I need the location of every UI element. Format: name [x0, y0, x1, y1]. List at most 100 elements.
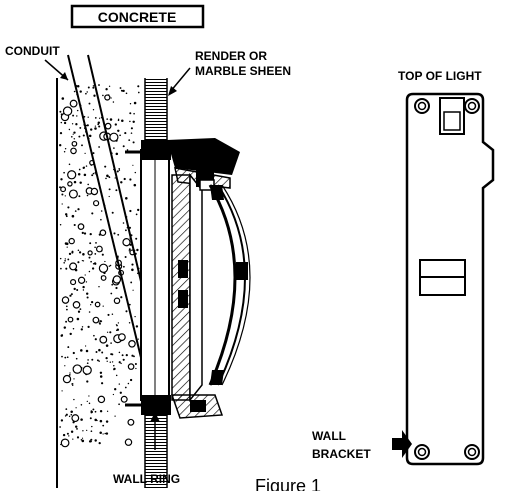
concrete-speck	[68, 163, 71, 166]
concrete-speck	[64, 259, 66, 262]
concrete-speck	[80, 328, 83, 331]
concrete-speck	[120, 362, 122, 365]
concrete-speck	[104, 165, 107, 168]
concrete-speck	[68, 374, 71, 376]
concrete-speck	[86, 429, 88, 432]
concrete-speck	[112, 393, 115, 396]
concrete-speck	[128, 321, 131, 324]
concrete-speck	[93, 94, 96, 97]
concrete-speck	[75, 357, 78, 360]
concrete-speck	[74, 425, 78, 428]
concrete-speck	[90, 260, 92, 263]
concrete-speck	[75, 123, 78, 126]
concrete-speck	[128, 303, 131, 306]
concrete-speck	[106, 331, 109, 333]
concrete-aggregate	[109, 132, 119, 142]
concrete-speck	[77, 208, 80, 211]
concrete-speck	[64, 356, 67, 359]
concrete-speck	[122, 145, 125, 148]
concrete-speck	[82, 285, 85, 289]
svg-text:WALL: WALL	[312, 429, 346, 443]
concrete-speck	[137, 208, 140, 212]
concrete-speck	[88, 102, 91, 105]
concrete-aggregate	[60, 186, 67, 193]
concrete-speck	[105, 177, 107, 180]
concrete-speck	[95, 242, 97, 244]
concrete-speck	[111, 211, 114, 214]
concrete-aggregate	[104, 122, 112, 130]
concrete-aggregate	[127, 418, 135, 426]
concrete-speck	[61, 355, 63, 358]
concrete-speck	[125, 310, 128, 313]
concrete-speck	[130, 127, 133, 130]
concrete-speck	[81, 259, 84, 262]
concrete-speck	[81, 437, 84, 439]
concrete-speck	[83, 173, 87, 177]
light-housing	[167, 138, 240, 419]
concrete-speck	[111, 353, 114, 356]
concrete-speck	[118, 403, 120, 406]
concrete-speck	[84, 345, 87, 347]
concrete-speck	[88, 256, 91, 259]
concrete-speck	[85, 281, 88, 283]
concrete-speck	[98, 125, 101, 128]
concrete-speck	[94, 439, 97, 442]
concrete-speck	[108, 176, 111, 179]
concrete-speck	[99, 371, 103, 375]
concrete-speck	[98, 285, 100, 288]
concrete-speck	[120, 296, 123, 299]
concrete-speck	[76, 115, 78, 117]
conduit	[67, 54, 151, 396]
concrete-speck	[90, 438, 93, 441]
concrete-speck	[90, 410, 93, 414]
concrete-speck	[107, 313, 110, 316]
wall-bracket-label: WALL BRACKET	[312, 429, 412, 461]
concrete-speck	[123, 265, 125, 268]
concrete-speck	[113, 365, 115, 367]
concrete-speck	[118, 361, 121, 364]
concrete-aggregate	[72, 364, 83, 374]
concrete-speck	[70, 135, 73, 138]
concrete-aggregate	[67, 316, 74, 323]
concrete-speck	[72, 327, 75, 330]
concrete-speck	[129, 209, 132, 213]
concrete-speck	[78, 195, 81, 198]
concrete-speck	[83, 166, 85, 169]
concrete-speck	[88, 311, 91, 313]
concrete-speck	[99, 322, 101, 325]
concrete-speck	[82, 430, 84, 432]
concrete-speck	[71, 251, 74, 254]
concrete-speck	[115, 152, 119, 156]
concrete-speck	[121, 119, 124, 122]
concrete-speck	[119, 134, 121, 137]
concrete-speck	[64, 258, 66, 260]
concrete-speck	[76, 84, 80, 88]
wall-bracket-arrow-icon	[392, 430, 412, 458]
concrete-speck	[80, 404, 83, 406]
concrete-speck	[94, 262, 97, 265]
concrete-speck	[135, 367, 137, 370]
concrete-speck	[76, 109, 79, 112]
concrete-speck	[115, 286, 118, 290]
concrete-aggregate	[70, 147, 77, 155]
concrete-aggregate	[92, 200, 100, 207]
concrete-speck	[134, 315, 136, 318]
concrete-aggregate	[61, 296, 70, 304]
concrete-speck	[125, 92, 128, 95]
concrete-speck	[106, 360, 108, 362]
concrete-aggregate	[112, 275, 122, 284]
concrete-aggregate	[104, 94, 111, 101]
concrete-speck	[116, 324, 118, 327]
concrete-speck	[99, 320, 102, 323]
concrete-speck	[118, 351, 121, 354]
concrete-speck	[118, 169, 121, 171]
concrete-speck	[87, 116, 89, 118]
concrete-speck	[92, 262, 95, 265]
svg-text:WALL RING: WALL RING	[113, 472, 180, 486]
concrete-speck	[133, 101, 137, 105]
concrete-speck	[118, 167, 121, 170]
concrete-speck	[92, 86, 95, 89]
concrete-speck	[86, 380, 89, 383]
concrete-speck	[73, 131, 76, 134]
concrete-speck	[68, 415, 71, 418]
